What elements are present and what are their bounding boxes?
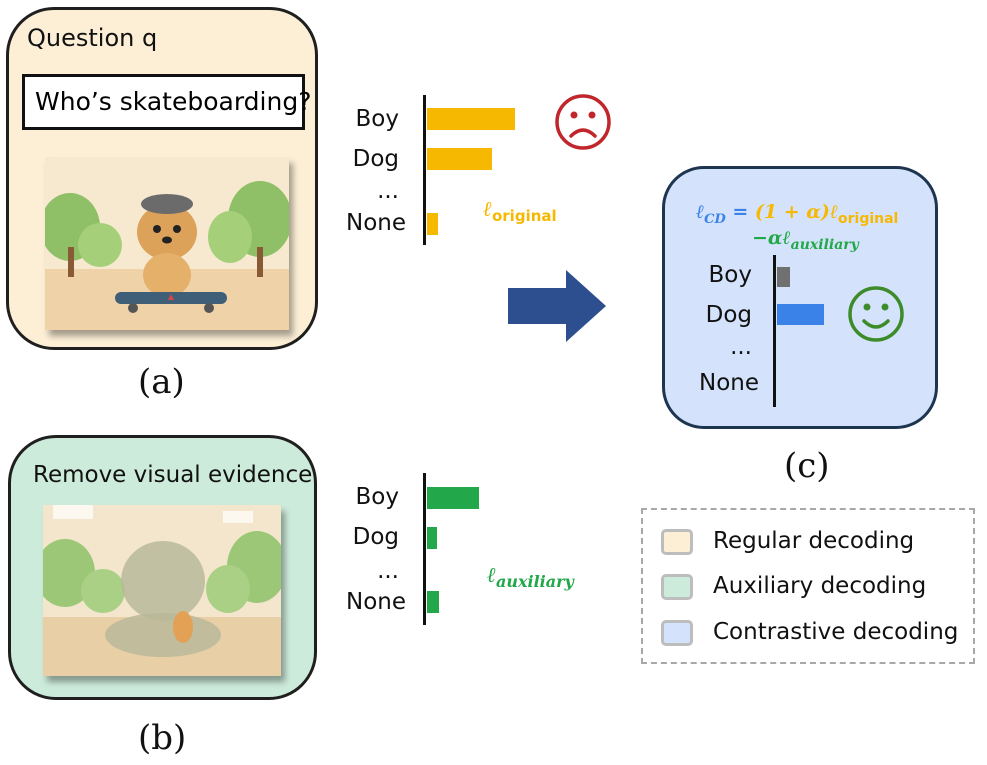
bar-boy (427, 108, 515, 130)
caption-b: (b) (138, 718, 187, 758)
bar-boy (777, 267, 790, 287)
remove-evidence-title: Remove visual evidence (33, 462, 313, 488)
y-axis-line (773, 255, 776, 407)
bar-label-none: None (698, 370, 759, 396)
legend-swatch-auxiliary (661, 574, 693, 600)
legend-swatch-contrastive (661, 620, 693, 646)
bar-label-dog: Dog (705, 302, 752, 328)
bar-label-ellipsis: ... (730, 334, 752, 360)
bar-dog (427, 527, 437, 549)
bar-label-boy: Boy (708, 262, 752, 288)
bar-boy (427, 487, 479, 509)
bar-label-boy: Boy (355, 106, 399, 132)
bar-dog (777, 304, 824, 325)
bar-none (427, 591, 439, 613)
legend-swatch-regular (661, 529, 693, 555)
y-axis-line (423, 95, 426, 245)
dog-skateboarding-image (45, 157, 289, 330)
bar-label-none: None (345, 589, 406, 615)
auxiliary-logit-label: ℓauxiliary (487, 562, 574, 592)
original-logit-label: ℓoriginal (483, 196, 557, 226)
y-axis-line (423, 473, 426, 625)
bar-label-dog: Dog (352, 524, 399, 550)
question-title: Question q (27, 24, 158, 52)
bar-label-none: None (345, 210, 406, 236)
caption-a: (a) (138, 362, 185, 402)
auxiliary-decoding-panel: Remove visual evidence (8, 435, 317, 700)
question-text-box: Who’s skateboarding? (22, 74, 311, 130)
legend-label-auxiliary: Auxiliary decoding (713, 573, 927, 599)
bar-none (427, 213, 438, 235)
bar-label-ellipsis: ... (377, 558, 399, 584)
right-arrow-icon (508, 270, 606, 342)
contrastive-formula-line2: −αℓauxiliary (752, 227, 859, 253)
happy-face-icon (848, 286, 904, 342)
bar-label-ellipsis: ... (377, 178, 399, 204)
legend: Regular decoding Auxiliary decoding Cont… (641, 508, 975, 664)
masked-image (43, 505, 281, 676)
bar-dog (427, 148, 492, 170)
sad-face-icon (555, 94, 611, 150)
contrastive-formula-line1: ℓCD = (1 + α)ℓoriginal (696, 201, 899, 227)
regular-decoding-panel: Question q Who’s skateboarding? (6, 7, 318, 350)
caption-c: (c) (784, 446, 830, 486)
legend-label-contrastive: Contrastive decoding (713, 619, 959, 645)
bar-label-boy: Boy (355, 484, 399, 510)
bar-label-dog: Dog (352, 146, 399, 172)
legend-label-regular: Regular decoding (713, 528, 915, 554)
contrastive-decoding-panel: ℓCD = (1 + α)ℓoriginal −αℓauxiliary Boy … (662, 166, 938, 429)
